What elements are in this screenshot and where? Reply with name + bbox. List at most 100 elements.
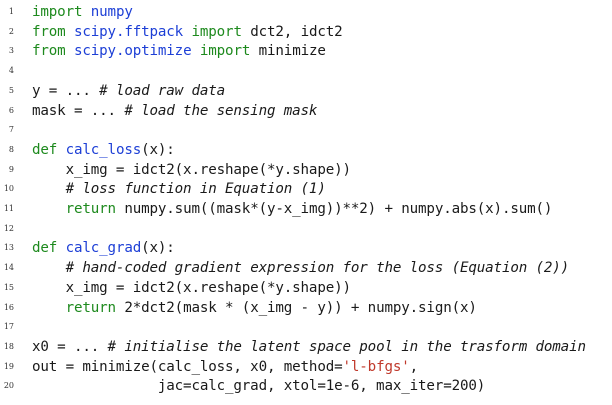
- code-text-token: out = minimize(calc_loss, x0, method=: [32, 358, 343, 375]
- code-text-token: jac=calc_grad, xtol=1e-6, max_iter=200): [32, 378, 486, 395]
- keyword-token: from: [32, 23, 66, 40]
- code-text-token: [32, 300, 66, 316]
- line-number: 7: [8, 125, 14, 135]
- keyword-token: from: [32, 43, 66, 60]
- line-number: 17: [3, 322, 14, 332]
- code-line: 16 return 2*dct2(mask * (x_img - y)) + n…: [0, 298, 612, 318]
- line-number: 8: [8, 144, 14, 154]
- code-text-token: (x):: [141, 240, 175, 257]
- comment-token: # loss function in Equation (1): [65, 181, 326, 198]
- code-text-token: x_img = idct2(x.reshape(*y.shape)): [32, 279, 351, 296]
- code-text: jac=calc_grad, xtol=1e-6, max_iter=200): [32, 376, 485, 396]
- code-text-token: [57, 142, 65, 158]
- code-text: mask = ... # load the sensing mask: [32, 101, 317, 121]
- code-line: 9 x_img = idct2(x.reshape(*y.shape)): [0, 160, 612, 180]
- line-number: 6: [8, 105, 14, 115]
- line-number: 2: [8, 26, 14, 36]
- line-number: 10: [3, 184, 14, 194]
- line-number: 3: [8, 46, 14, 56]
- code-line: 12: [0, 219, 612, 239]
- code-line: 20 jac=calc_grad, xtol=1e-6, max_iter=20…: [0, 376, 612, 396]
- function-name-token: calc_grad: [65, 240, 142, 257]
- code-text: y = ... # load raw data: [32, 81, 225, 101]
- code-line: 18 x0 = ... # initialise the latent space…: [0, 337, 612, 357]
- line-number: 16: [3, 302, 14, 312]
- line-number: 12: [3, 223, 14, 233]
- keyword-token: import: [191, 23, 242, 40]
- code-text: return numpy.sum((mask*(y-x_img))**2) + …: [32, 199, 553, 219]
- comment-token: # load raw data: [99, 82, 226, 99]
- function-name-token: calc_loss: [65, 141, 142, 158]
- comment-token: # hand-coded gradient expression for the…: [65, 260, 570, 277]
- code-text: out = minimize(calc_loss, x0, method='l-…: [32, 357, 418, 377]
- code-text: # loss function in Equation (1): [32, 179, 326, 199]
- keyword-token: import: [199, 43, 251, 60]
- line-number: 18: [3, 341, 14, 351]
- code-line: 14 # hand-coded gradient expression for …: [0, 258, 612, 278]
- line-number: 19: [3, 361, 14, 371]
- line-number: 14: [3, 263, 14, 273]
- code-text: import numpy: [32, 2, 133, 22]
- line-number: 4: [8, 66, 14, 76]
- code-line: 11 return numpy.sum((mask*(y-x_img))**2)…: [0, 199, 612, 219]
- code-text: x_img = idct2(x.reshape(*y.shape)): [32, 160, 351, 180]
- line-number: 9: [8, 164, 14, 174]
- code-text-token: [57, 240, 65, 256]
- code-text-token: [32, 260, 66, 276]
- code-text: def calc_grad(x):: [32, 238, 175, 258]
- code-text-token: ,: [409, 358, 419, 375]
- code-line: 7: [0, 120, 612, 140]
- line-number: 11: [3, 204, 14, 213]
- code-text-token: numpy.sum((mask*(y-x_img))**2) + numpy.a…: [115, 201, 553, 217]
- code-line: 2 from scipy.fftpack import dct2, idct2: [0, 22, 612, 42]
- keyword-token: return: [65, 201, 117, 217]
- function-name-token: scipy.fftpack: [73, 23, 184, 40]
- function-name-token: numpy: [90, 4, 133, 20]
- code-text-token: [32, 201, 66, 217]
- code-text-token: x0 = ...: [32, 338, 108, 355]
- code-line: 6 mask = ... # load the sensing mask: [0, 101, 612, 121]
- string-token: 'l-bfgs': [342, 358, 410, 375]
- line-number: 1: [8, 7, 14, 16]
- code-line: 5 y = ... # load raw data: [0, 81, 612, 101]
- code-text-token: [82, 4, 90, 20]
- code-line: 17: [0, 317, 612, 337]
- line-number: 5: [8, 85, 14, 95]
- comment-token: # initialise the latent space pool in th…: [107, 338, 586, 355]
- code-text-token: [32, 181, 66, 197]
- code-text-token: dct2, idct2: [241, 23, 343, 40]
- line-number: 20: [3, 381, 14, 391]
- code-line: 3 from scipy.optimize import minimize: [0, 41, 612, 61]
- code-text: return 2*dct2(mask * (x_img - y)) + nump…: [32, 298, 477, 318]
- code-text: from scipy.optimize import minimize: [32, 41, 326, 61]
- code-line: 15 x_img = idct2(x.reshape(*y.shape)): [0, 278, 612, 298]
- code-text-token: minimize: [250, 43, 326, 60]
- code-text: from scipy.fftpack import dct2, idct2: [32, 22, 343, 42]
- code-text-token: (x):: [141, 141, 175, 158]
- code-text: x0 = ... # initialise the latent space p…: [32, 337, 586, 357]
- code-line: 8 def calc_loss(x):: [0, 140, 612, 160]
- code-text-token: x_img = idct2(x.reshape(*y.shape)): [32, 161, 351, 178]
- code-line: 10 # loss function in Equation (1): [0, 179, 612, 199]
- code-text-token: [66, 43, 74, 59]
- keyword-token: def: [32, 240, 58, 257]
- code-line: 19 out = minimize(calc_loss, x0, method='…: [0, 357, 612, 377]
- code-text-token: 2*dct2(mask * (x_img - y)) + numpy.sign(…: [115, 299, 477, 316]
- keyword-token: return: [65, 299, 117, 316]
- code-line: 1 import numpy: [0, 2, 612, 22]
- keyword-token: def: [32, 141, 58, 158]
- code-text: x_img = idct2(x.reshape(*y.shape)): [32, 278, 351, 298]
- code-text-token: [66, 24, 74, 40]
- keyword-token: import: [32, 4, 83, 20]
- code-text-token: y = ...: [32, 82, 100, 99]
- comment-token: # load the sensing mask: [124, 102, 318, 119]
- code-line: 13 def calc_grad(x):: [0, 238, 612, 258]
- code-text-token: mask = ...: [32, 102, 125, 119]
- line-number: 13: [3, 243, 14, 253]
- code-line: 4: [0, 61, 612, 81]
- function-name-token: scipy.optimize: [73, 43, 192, 60]
- code-text-token: [191, 43, 199, 59]
- line-number: 15: [3, 282, 14, 292]
- code-text: def calc_loss(x):: [32, 140, 175, 160]
